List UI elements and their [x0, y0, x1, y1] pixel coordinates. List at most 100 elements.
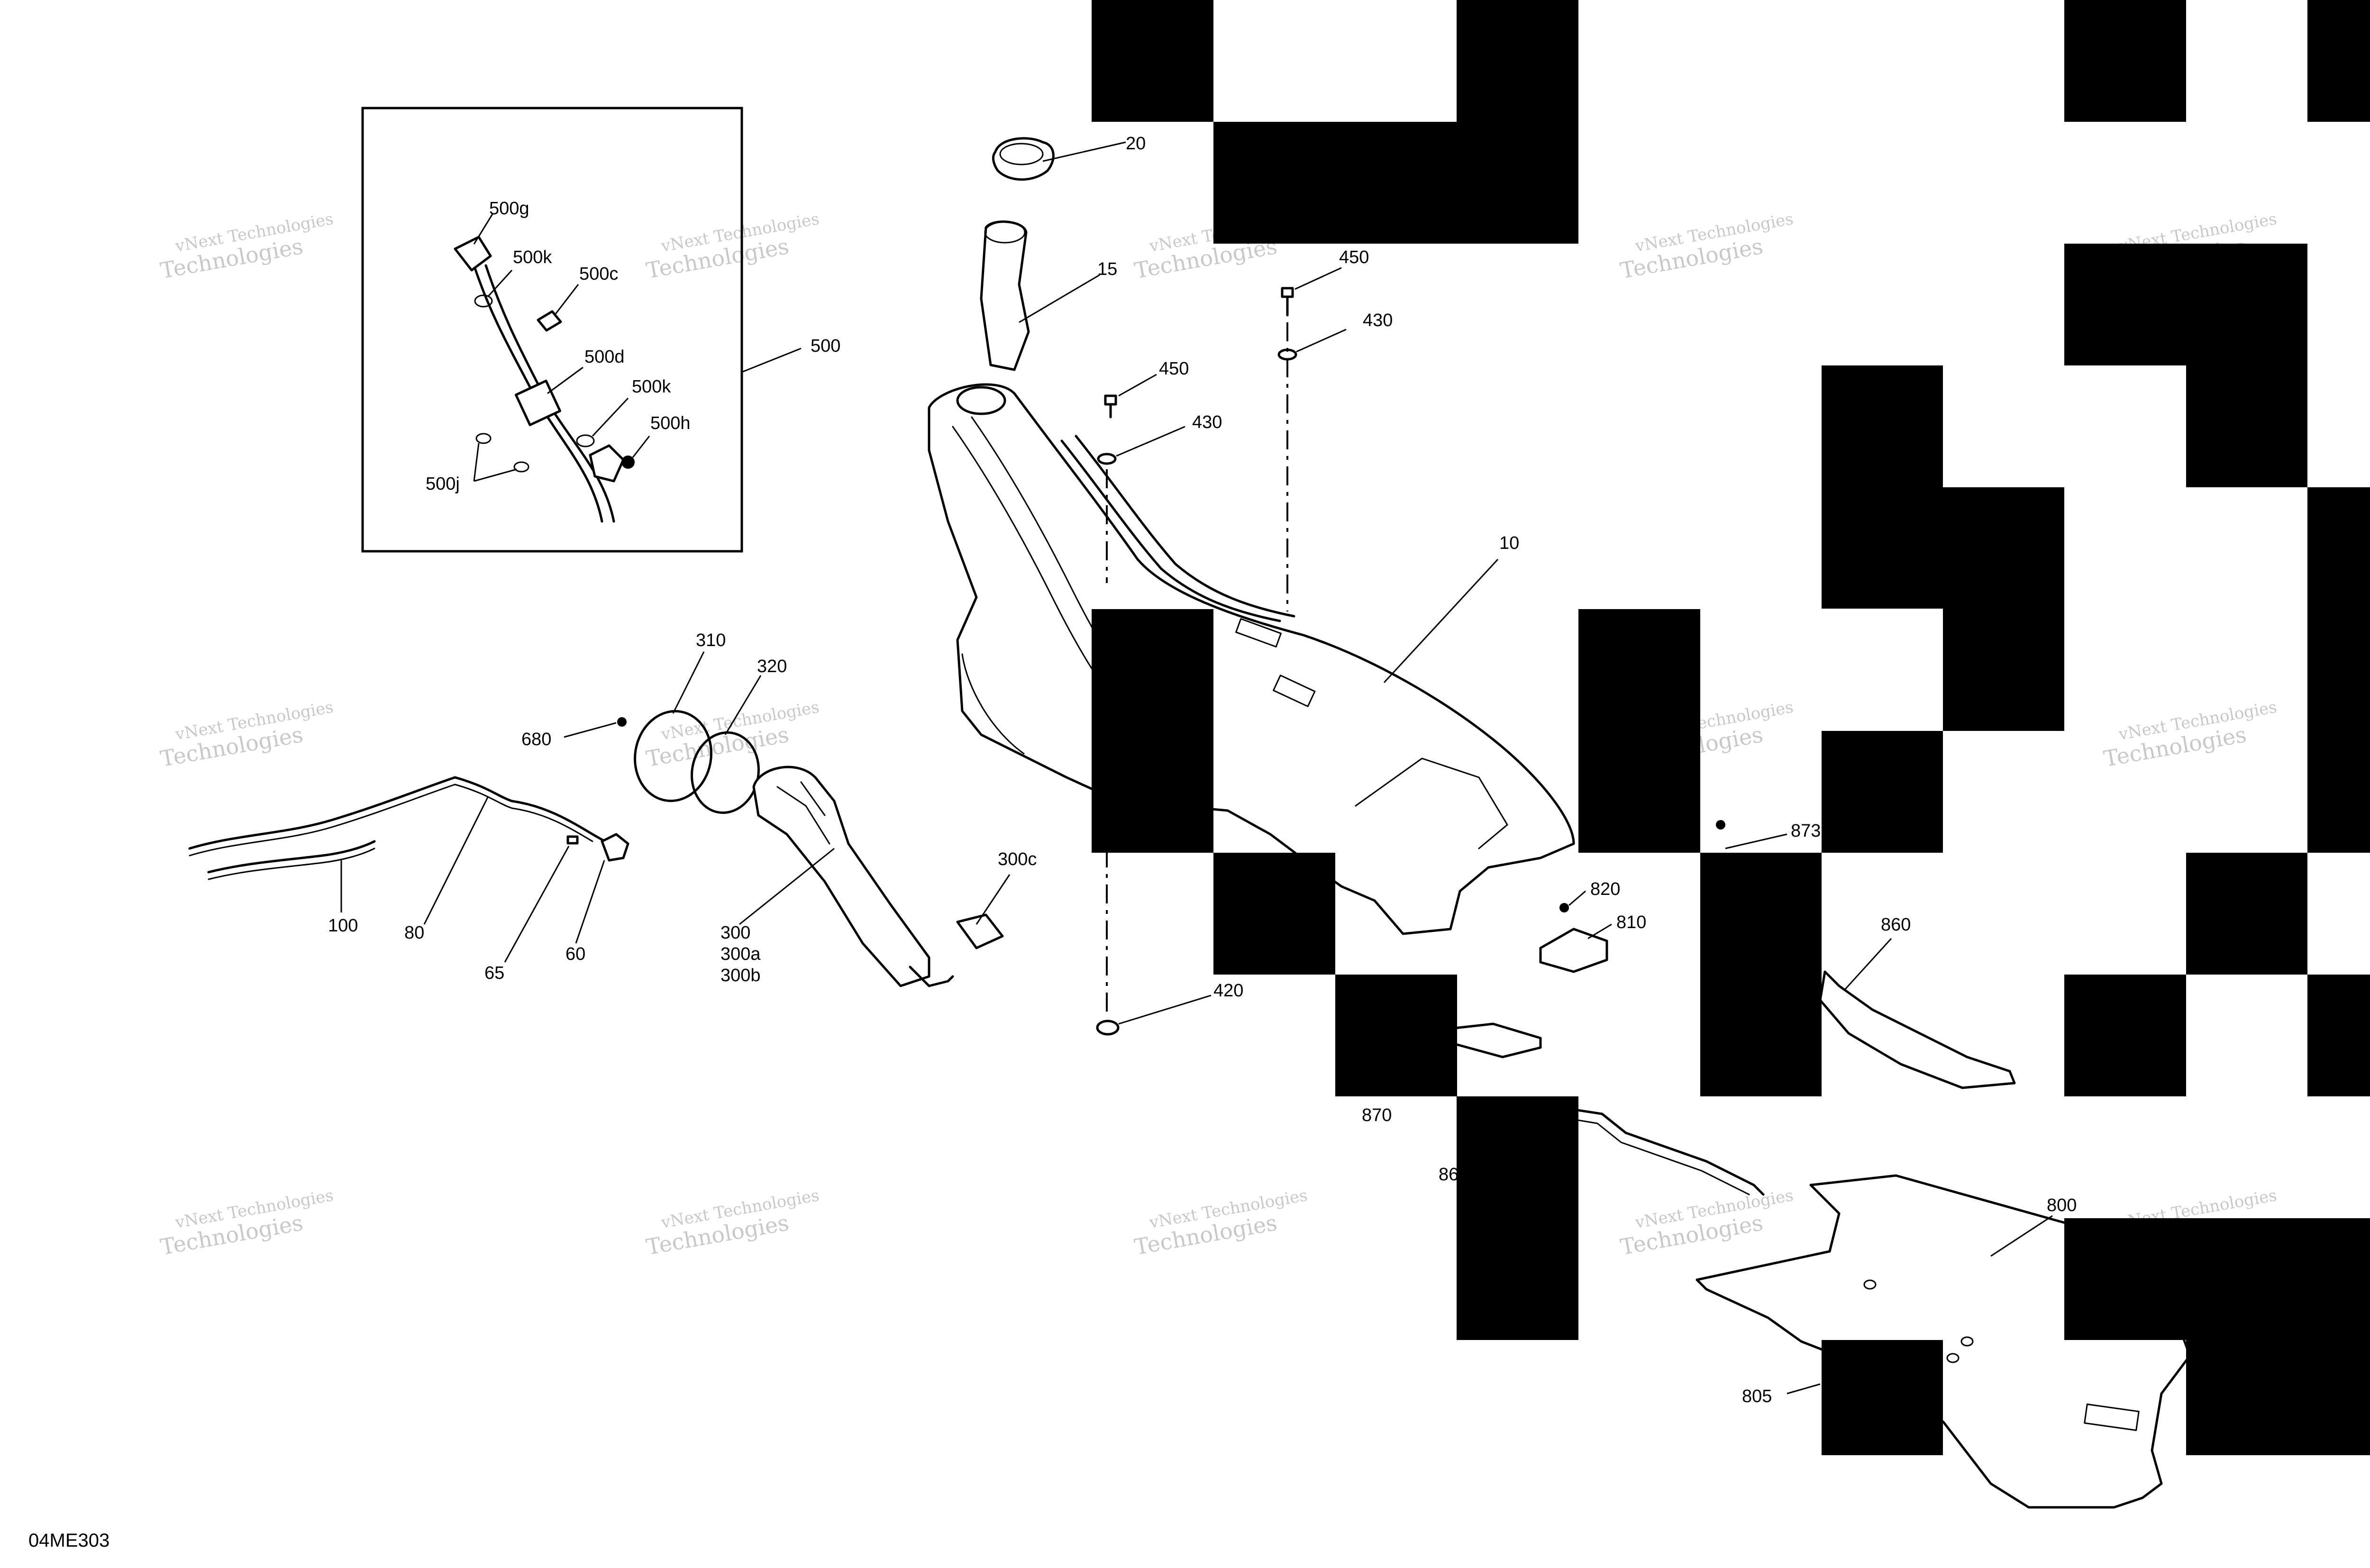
callout-60: 60: [565, 944, 585, 964]
watermark: vNext Technologies Technologies: [644, 698, 820, 772]
redaction-block: [2307, 0, 2370, 122]
part-15-neck-opening: [984, 221, 1026, 244]
part-300-fuel-pump: [752, 766, 930, 987]
redaction-block: [2186, 365, 2307, 487]
tank-vent-slot: [1235, 618, 1282, 647]
callout-300c: 300c: [998, 849, 1037, 869]
fuel-lines: [188, 776, 629, 963]
redaction-block: [2186, 1340, 2370, 1455]
callout-320: 320: [757, 656, 787, 676]
part-810-bracket: [1539, 928, 1608, 973]
hardware-set: [1096, 267, 1347, 1036]
tank-side-pocket: [961, 653, 1025, 755]
callout-310: 310: [696, 630, 726, 650]
skid-hole: [1946, 1353, 1960, 1363]
leader-800: [1990, 1215, 2053, 1257]
callout-65: 65: [484, 963, 504, 983]
part-80-fuel-line: [188, 776, 611, 850]
tank-rail: [1060, 439, 1281, 622]
callout-100: 100: [328, 916, 358, 936]
tank-vent-slot: [1273, 675, 1316, 707]
part-310-ring: [634, 710, 712, 802]
skid-hole: [1863, 1279, 1877, 1290]
watermark: vNext Technologies Technologies: [1618, 210, 1795, 283]
callout-450-top: 450: [1339, 247, 1369, 267]
leader-500k-top: [487, 269, 513, 297]
callout-10: 10: [1499, 533, 1519, 553]
part-420-grommet: [1096, 1020, 1120, 1036]
leader-15: [1019, 274, 1100, 323]
redaction-block: [2064, 0, 2186, 122]
part-300c-strainer: [956, 913, 1004, 949]
redaction-block: [2064, 1218, 2370, 1340]
watermark: vNext Technologies Technologies: [1618, 1186, 1795, 1260]
part-500g-elbow: [454, 236, 492, 272]
leader-65: [504, 846, 570, 963]
leader-500j-b: [473, 443, 480, 482]
leader-80: [423, 796, 489, 925]
part-873-screw: [1716, 820, 1725, 830]
part-60-fitting: [601, 833, 629, 862]
part-430-washer-mid: [1097, 453, 1117, 465]
inset-kit-500: [361, 107, 802, 553]
leader-500d: [547, 366, 583, 394]
part-86x-rod: [1539, 1103, 1765, 1196]
redaction-block: [2307, 487, 2370, 853]
filler-assembly: [980, 137, 1126, 371]
callout-500j: 500j: [426, 474, 460, 494]
part-65-clamp: [566, 835, 579, 845]
leader-430-top: [1296, 328, 1347, 353]
redaction-block: [2186, 853, 2307, 975]
part-100-return-line: [207, 840, 376, 874]
callout-500: 500: [811, 336, 840, 356]
tank-step: [1355, 757, 1508, 849]
redaction-block: [1822, 731, 1943, 853]
part-450-bolt-top: [1281, 287, 1294, 298]
callout-430-mid: 430: [1192, 412, 1222, 432]
leader-300c: [975, 874, 1011, 925]
redaction-block: [1943, 487, 2064, 731]
leader-430-mid: [1116, 426, 1185, 457]
part-20-fuel-cap: [992, 137, 1055, 181]
watermark: vNext Technologies Technologies: [158, 698, 335, 772]
callout-labels: 500 500g 500k 500c 500d 500k 500h 500j 2…: [328, 134, 2077, 1406]
callout-20: 20: [1126, 134, 1146, 154]
skid-hole: [1960, 1336, 1974, 1347]
leader-500k-mid: [592, 397, 629, 437]
leader-860: [1843, 938, 1892, 992]
watermark: vNext Technologies Technologies: [158, 1186, 335, 1260]
leader-805: [1787, 1383, 1821, 1395]
leader-450-mid: [1118, 374, 1157, 397]
redaction-block: [1822, 1340, 1943, 1455]
redaction-blocks: [1092, 0, 2370, 1455]
redaction-block: [1822, 365, 1943, 609]
callout-800: 800: [2047, 1195, 2077, 1215]
leader-820: [1568, 890, 1586, 906]
tank-rail: [1075, 435, 1295, 618]
pump-pickup-tube: [909, 966, 954, 987]
callout-860: 860: [1881, 915, 1911, 935]
callout-805: 805: [1742, 1386, 1772, 1406]
callout-300a: 300a: [720, 944, 761, 964]
leader-500g: [473, 213, 494, 245]
leader-420: [1118, 994, 1212, 1025]
part-500k-clamp-top: [474, 294, 493, 308]
callout-430-top: 430: [1363, 310, 1393, 330]
leader-10: [1383, 558, 1499, 684]
part-500h-valve: [589, 444, 625, 483]
redaction-block: [1457, 0, 1578, 122]
callout-420: 420: [1213, 981, 1243, 1001]
redaction-block: [1335, 975, 1457, 1096]
redaction-block: [1092, 0, 1213, 122]
part-500k-clamp-mid: [576, 434, 595, 447]
callout-500k-top: 500k: [513, 247, 552, 267]
part-500d-filter: [514, 379, 562, 427]
part-80-fuel-line-inner: [189, 784, 593, 857]
part-500h-screw: [621, 456, 635, 469]
leader-873: [1725, 833, 1787, 849]
fuel-tank-assembly: [928, 383, 1575, 935]
inset-frame: [361, 107, 743, 553]
leader-500h: [632, 436, 650, 458]
part-860-strap: [1819, 970, 2016, 1089]
